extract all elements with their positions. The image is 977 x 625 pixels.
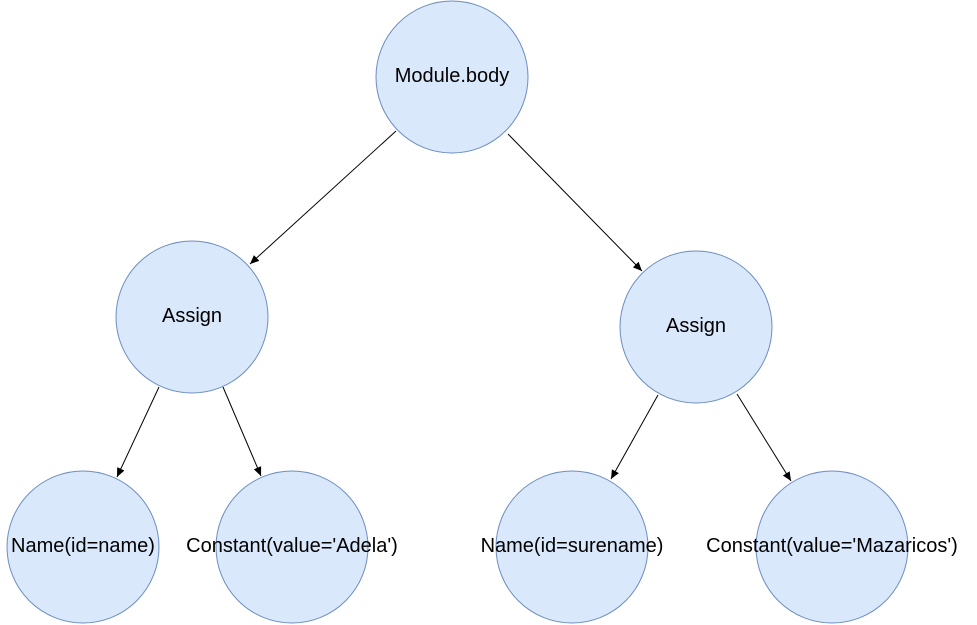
node-constant-right-label: Constant(value='Mazaricos'): [706, 535, 958, 557]
edge-assign-right-to-const-right: [736, 393, 792, 482]
edge-root-to-assign-right: [507, 133, 643, 272]
edge-assign-right-to-name-right: [610, 394, 659, 480]
node-name-right[interactable]: Name(id=surename): [481, 470, 664, 624]
node-assign-left[interactable]: Assign: [115, 240, 269, 394]
node-assign-right[interactable]: Assign: [619, 250, 773, 404]
node-assign-right-label: Assign: [666, 315, 726, 337]
node-name-right-label: Name(id=surename): [481, 535, 664, 557]
node-module-body-label: Module.body: [395, 65, 510, 87]
edge-assign-left-to-name-left: [116, 386, 160, 478]
node-name-left[interactable]: Name(id=name): [6, 470, 160, 624]
node-name-left-label: Name(id=name): [11, 535, 155, 557]
node-constant-right[interactable]: Constant(value='Mazaricos'): [706, 470, 958, 624]
node-assign-left-label: Assign: [162, 305, 222, 327]
edge-root-to-assign-left: [249, 130, 397, 265]
node-module-body[interactable]: Module.body: [375, 0, 529, 154]
edge-assign-left-to-const-left: [222, 386, 262, 477]
node-constant-left-label: Constant(value='Adela'): [186, 535, 398, 557]
node-constant-left[interactable]: Constant(value='Adela'): [186, 470, 398, 624]
